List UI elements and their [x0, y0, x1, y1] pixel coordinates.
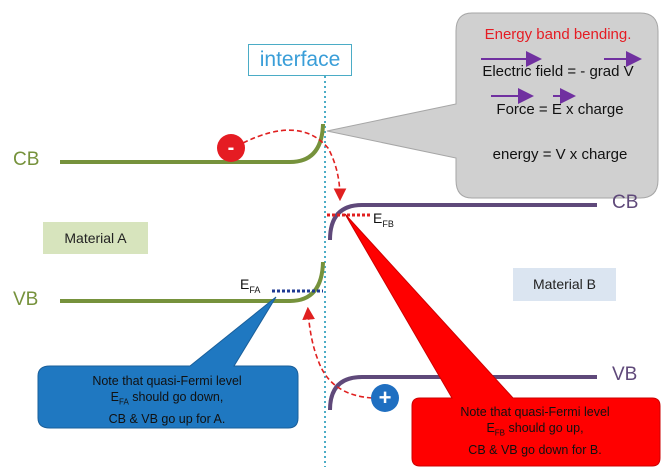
material-a-vb-band	[60, 261, 325, 303]
material-b-vb-label: VB	[612, 364, 638, 385]
hole-sign: +	[379, 385, 392, 410]
material-a-vb-label: VB	[13, 289, 39, 310]
note-a-bubble	[37, 296, 299, 429]
electron-icon	[217, 134, 245, 162]
material-a-label: Material A	[43, 222, 148, 254]
callout-electric-field: Electric field = - grad V	[482, 63, 634, 80]
electron-path	[242, 129, 347, 202]
electron-sign: -	[228, 137, 235, 159]
material-a-cb-label: CB	[13, 149, 40, 170]
fermi-level-b-label: EFB	[373, 210, 394, 229]
callout-force: Force = E x charge	[496, 101, 624, 118]
material-a-cb-band	[60, 123, 325, 164]
callout-energy: energy = V x charge	[492, 146, 628, 163]
note-a-text: Note that quasi-Fermi level EFA should g…	[92, 374, 242, 426]
note-b-text: Note that quasi-Fermi level EFB should g…	[460, 405, 610, 457]
material-b-vb-band	[328, 375, 597, 411]
note-b-bubble	[344, 213, 661, 467]
material-b-cb-label: CB	[612, 192, 639, 213]
material-b-cb-band	[328, 203, 597, 241]
material-b-label: Material B	[513, 268, 616, 301]
fermi-level-a-label: EFA	[240, 276, 261, 295]
callout-bubble	[326, 12, 659, 199]
callout-title: Energy band bending.	[484, 26, 632, 43]
interface-label: interface	[248, 44, 352, 76]
hole-icon	[371, 384, 399, 412]
